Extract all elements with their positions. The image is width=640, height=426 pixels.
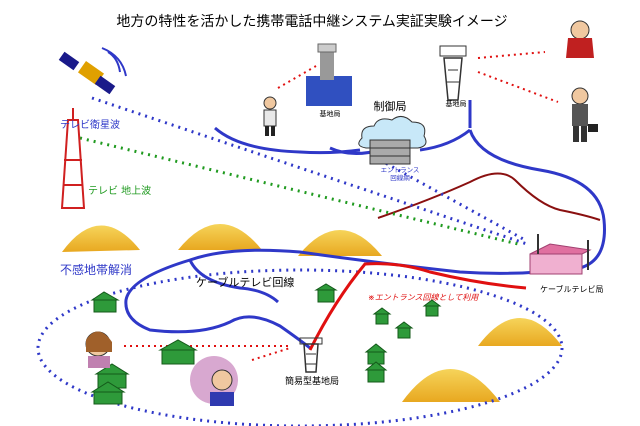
cable-tv-line-label: ケーブルテレビ回線 (196, 275, 294, 289)
house-icon (158, 339, 198, 365)
base-station-right-label: 基地局 (446, 99, 467, 108)
entrance-network-label-2: 回線網 (390, 173, 410, 182)
house-icon (90, 381, 126, 405)
satellite-wave-label: テレビ衛星波 (60, 118, 120, 131)
man-phone-icon (190, 356, 238, 406)
diagram-title: 地方の特性を活かした携帯電話中継システム実証実験イメージ (116, 13, 507, 30)
cable-line-top (214, 100, 472, 155)
cable-tv-station-icon (529, 234, 592, 275)
mountain-2 (178, 224, 262, 250)
base-station-left-icon (306, 43, 352, 106)
entrance-network-label-1: エントランス (381, 166, 420, 174)
cable-line-branch (188, 259, 280, 304)
house-icon (90, 291, 120, 313)
base-station-right-icon (439, 45, 467, 101)
satellite-icon (58, 47, 127, 95)
simple-base-station-label: 簡易型基地局 (285, 375, 339, 387)
house-icon (364, 343, 388, 365)
control-station-label: 制御局 (374, 99, 407, 113)
terrestrial-wave-line (79, 136, 519, 246)
entrance-usage-note: ※エントランス回線として利用 (368, 293, 479, 302)
tv-tower-icon (60, 108, 86, 209)
woman-phone-icon (566, 20, 594, 58)
base-station-left-label: 基地局 (320, 109, 341, 118)
cable-tv-station-label: ケーブルテレビ局 (540, 284, 604, 294)
entrance-line (308, 262, 527, 351)
mountain-1 (62, 225, 140, 252)
mountain-3 (298, 230, 382, 256)
person-left-icon (263, 96, 277, 136)
mountain-4 (478, 318, 562, 346)
house-icon (422, 299, 442, 317)
house-icon (372, 307, 392, 325)
simple-base-station-icon (299, 337, 323, 373)
blind-zone-label: 不感地帯解消 (60, 262, 132, 277)
mountain-5 (402, 369, 500, 402)
woman-baby-icon (85, 331, 112, 368)
radio-links (124, 51, 559, 361)
satellite-wave-line (91, 96, 531, 247)
control-station-icon (358, 116, 427, 165)
terrestrial-wave-label: テレビ 地上波 (88, 184, 151, 197)
houses-group (90, 283, 442, 405)
terrain-curve (377, 172, 601, 221)
cable-line-main (124, 129, 606, 350)
house-icon (394, 321, 414, 339)
house-icon (364, 361, 388, 383)
blind-zone-ellipse (36, 268, 564, 426)
businessman-icon (571, 87, 598, 142)
house-icon (314, 283, 338, 303)
